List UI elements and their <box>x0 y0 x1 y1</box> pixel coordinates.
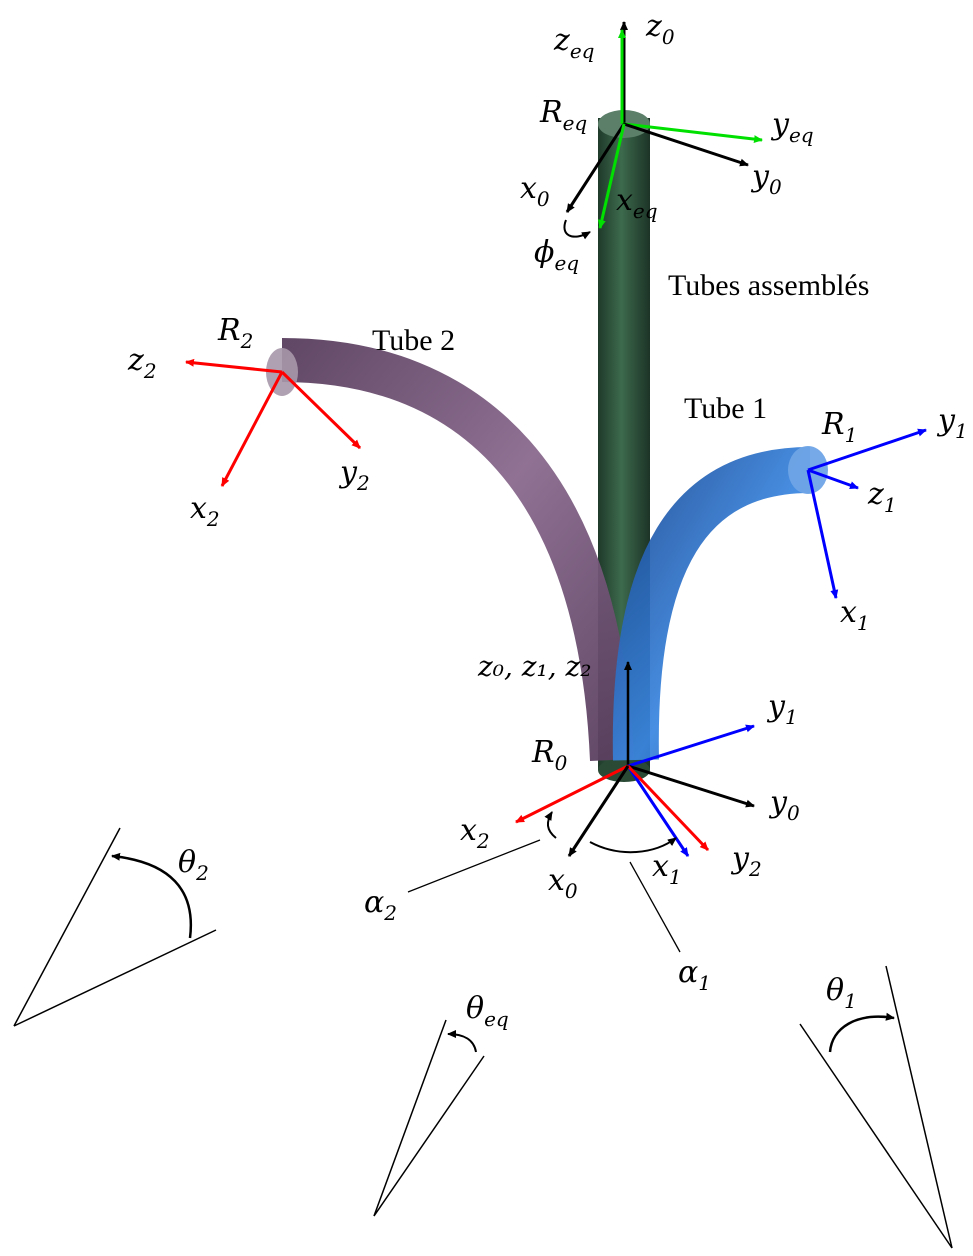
frame-label-req: Req <box>539 95 587 135</box>
tube-2-label: Tube 2 <box>372 324 455 357</box>
tubes-assembled-label: Tubes assemblés <box>668 269 869 302</box>
frame-2 <box>185 358 362 487</box>
axis-label-y1-top: y1 <box>936 403 968 443</box>
axis-label-x2-top: x2 <box>190 491 220 531</box>
axis-label-x0-top: x0 <box>520 171 550 211</box>
axis-label-y2-base: y2 <box>730 841 762 881</box>
angle-label-theta2: θ2 <box>178 845 209 885</box>
axis-label-xeq: xeq <box>616 183 658 223</box>
axis-label-z-base: z₀, z₁, z₂ <box>477 650 592 683</box>
frame-1 <box>806 428 927 599</box>
axis-label-y2-top: y2 <box>338 455 370 495</box>
angle-label-alpha1: α1 <box>678 955 711 995</box>
axis-label-x2-base: x2 <box>460 813 490 853</box>
angle-label-theta-eq: θeq <box>466 991 509 1031</box>
angle-label-theta1: θ1 <box>826 973 857 1013</box>
theta1-wedge <box>799 965 953 1249</box>
axis-label-y0-top: y0 <box>750 159 782 199</box>
tube-2 <box>266 338 634 761</box>
theta2-wedge <box>13 827 217 1027</box>
axis-label-z2: z2 <box>127 343 157 383</box>
axis-label-z0-top: z0 <box>645 9 675 49</box>
axis-label-zeq: zeq <box>553 23 594 63</box>
axis-label-y0-base: y0 <box>768 785 800 825</box>
tube-1 <box>612 446 828 761</box>
frame-label-r2: R2 <box>217 313 253 353</box>
axis-label-z1-top: z1 <box>867 477 897 517</box>
frame-label-r0: R0 <box>531 735 568 775</box>
axis-label-x0-base: x0 <box>548 863 578 903</box>
angle-label-phi-eq: ϕeq <box>534 235 579 275</box>
theta-eq-wedge <box>373 1019 485 1217</box>
axis-label-yeq: yeq <box>770 107 814 147</box>
axis-label-x1-base: x1 <box>652 849 682 889</box>
frame-base <box>407 661 755 953</box>
frame-label-r1: R1 <box>821 407 857 447</box>
axis-label-y1-base: y1 <box>766 689 798 729</box>
tube-1-label: Tube 1 <box>684 392 767 425</box>
frame-top <box>563 21 763 240</box>
angle-label-alpha2: α2 <box>364 885 397 925</box>
axis-label-x1-top: x1 <box>840 595 870 635</box>
